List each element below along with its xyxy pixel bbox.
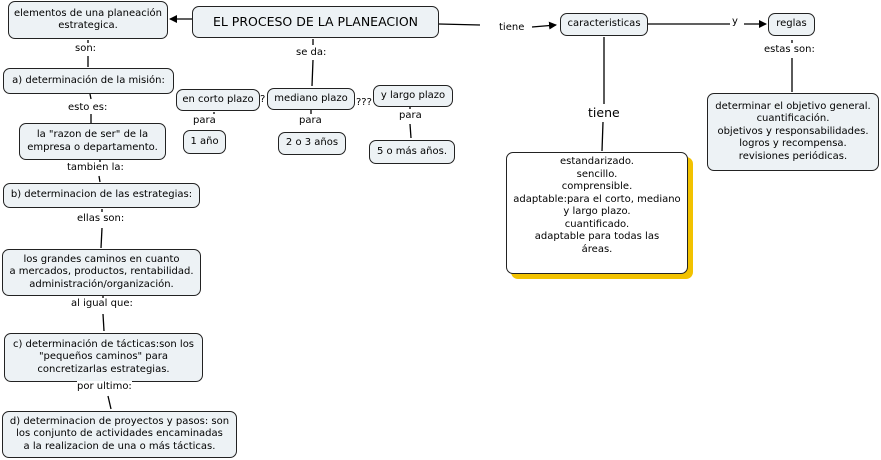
largo-text: y largo plazo <box>380 89 446 101</box>
caminos-text: los grandes caminos en cuanto a mercados… <box>9 253 194 290</box>
dos-tres-text: 2 o 3 años <box>285 137 339 149</box>
corto-text: en corto plazo <box>182 93 254 105</box>
razon-text: la "razon de ser" de la empresa o depart… <box>27 129 158 153</box>
proyectos-text: d) determinacion de proyectos y pasos: s… <box>9 415 230 452</box>
link-label-tiene-2: tiene <box>588 105 620 120</box>
node-caracteristicas[interactable]: caracteristicas <box>560 13 648 36</box>
elementos-text: elementos de una planeación estrategica. <box>13 7 162 32</box>
node-5-anos[interactable]: 5 o más años. <box>369 140 455 164</box>
mediano-text: mediano plazo <box>274 92 348 104</box>
link-seda-mediano <box>311 59 314 87</box>
node-mision[interactable]: a) determinación de la misión: <box>3 68 174 94</box>
link-main-tiene <box>438 23 481 26</box>
main-title-text: EL PROCESO DE LA PLANEACION <box>212 13 419 29</box>
node-reglas[interactable]: reglas <box>768 13 815 36</box>
link-label-q1: ? <box>260 94 266 105</box>
link-label-se-da: se da: <box>296 47 327 59</box>
link-ultimo-proyectos <box>107 395 112 410</box>
un-ano-text: 1 año <box>190 135 219 147</box>
tacticas-text: c) determinación de tácticas:son los "pe… <box>12 338 195 375</box>
node-corto-plazo[interactable]: en corto plazo <box>176 89 260 111</box>
link-label-para-1: para <box>193 115 216 127</box>
lista-reglas-text: determinar el objetivo general. cuantifi… <box>715 100 871 162</box>
node-lista-caracteristicas[interactable]: estandarizado. sencillo. comprensible. a… <box>506 152 688 274</box>
node-lista-reglas[interactable]: determinar el objetivo general. cuantifi… <box>707 93 879 171</box>
link-label-por-ultimo: por ultimo: <box>77 381 132 393</box>
reglas-text: reglas <box>776 18 807 30</box>
link-para-cinco <box>409 123 412 139</box>
link-label-para-3: para <box>399 110 422 122</box>
link-label-al-igual: al igual que: <box>71 298 133 310</box>
link-tiene-lista <box>601 121 604 152</box>
cinco-text: 5 o más años. <box>376 145 448 157</box>
node-1-ano[interactable]: 1 año <box>183 130 226 154</box>
mision-text: a) determinación de la misión: <box>12 74 165 86</box>
node-tacticas[interactable]: c) determinación de tácticas:son los "pe… <box>4 333 203 382</box>
link-label-ellas-son: ellas son: <box>77 213 125 225</box>
estrategias-text: b) determinacion de las estrategias: <box>10 189 193 201</box>
node-estrategias[interactable]: b) determinacion de las estrategias: <box>3 183 200 208</box>
node-caminos[interactable]: los grandes caminos en cuanto a mercados… <box>2 249 201 296</box>
link-tiene-caracteristicas <box>531 21 557 30</box>
link-label-tiene-1: tiene <box>499 22 525 34</box>
link-label-tambien: tambien la: <box>67 162 124 174</box>
node-2-3-anos[interactable]: 2 o 3 años <box>278 132 346 155</box>
link-label-para-2: para <box>299 115 322 127</box>
node-largo-plazo[interactable]: y largo plazo <box>373 85 453 107</box>
lista-caracteristicas-text: estandarizado. sencillo. comprensible. a… <box>513 156 681 255</box>
link-tambien-estrategias <box>98 175 101 183</box>
node-main-title[interactable]: EL PROCESO DE LA PLANEACION <box>192 6 439 38</box>
link-label-estas-son: estas son: <box>764 44 815 56</box>
caracteristicas-text: caracteristicas <box>567 18 641 30</box>
link-igual-tacticas <box>102 313 105 332</box>
link-label-q3: ??? <box>356 97 372 108</box>
node-razon[interactable]: la "razon de ser" de la empresa o depart… <box>19 123 166 160</box>
link-ellas-caminos <box>100 227 103 249</box>
node-proyectos[interactable]: d) determinacion de proyectos y pasos: s… <box>2 411 237 458</box>
node-mediano-plazo[interactable]: mediano plazo <box>267 88 355 110</box>
link-label-son: son: <box>75 43 97 55</box>
link-mision-esto <box>89 93 92 100</box>
link-label-y: y <box>732 16 738 28</box>
link-label-esto-es: esto es: <box>68 102 108 114</box>
node-elementos[interactable]: elementos de una planeación estrategica. <box>8 1 168 39</box>
